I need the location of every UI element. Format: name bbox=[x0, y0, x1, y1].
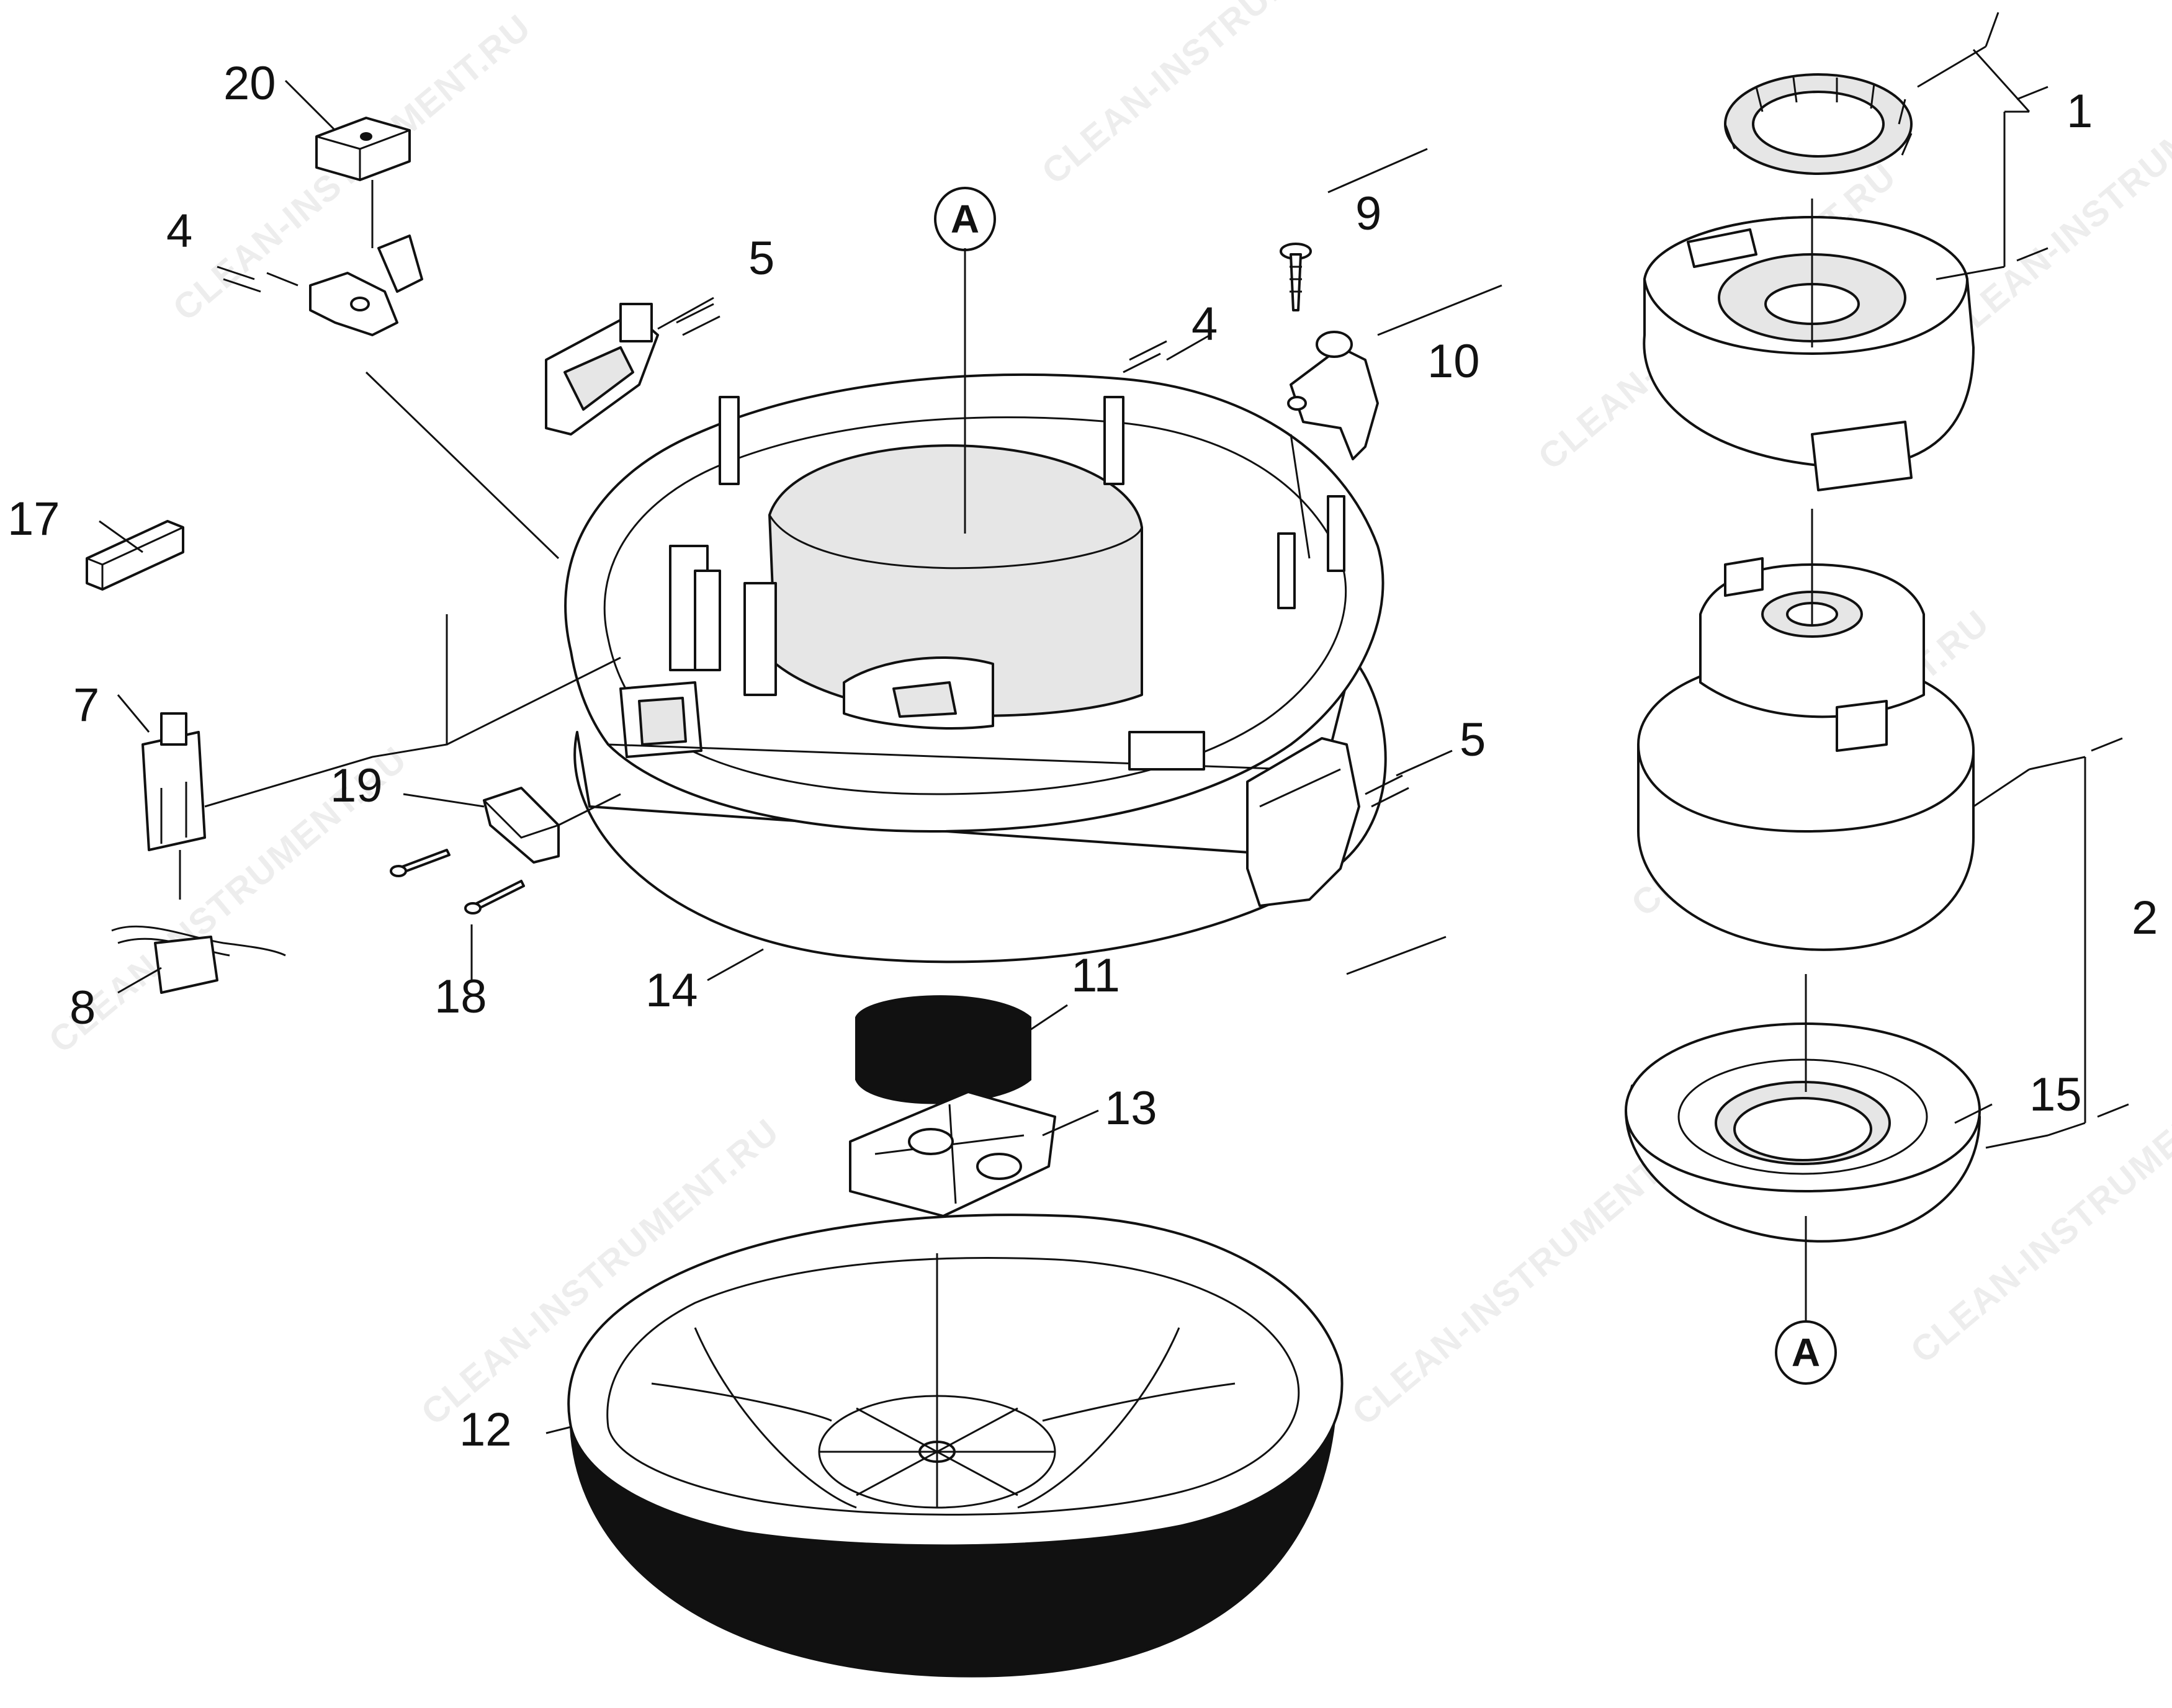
motor-part-2 bbox=[1637, 557, 1975, 951]
clip-part-10 bbox=[1287, 331, 1379, 460]
callout-10: 10 bbox=[1427, 335, 1480, 388]
bracket-part-4 bbox=[309, 235, 423, 336]
callout-1: 1 bbox=[2067, 85, 2093, 138]
callout-5-upper: 5 bbox=[748, 232, 774, 285]
latch-part-5-lower bbox=[1246, 737, 1360, 907]
tank-base-part-12 bbox=[567, 1214, 1344, 1678]
reference-mark-letter: A bbox=[1792, 1330, 1820, 1375]
screw-part-9 bbox=[1280, 243, 1312, 311]
latch-part-5-upper bbox=[545, 303, 659, 436]
callout-14: 14 bbox=[645, 964, 698, 1017]
callout-17: 17 bbox=[7, 493, 60, 545]
watermark: CLEAN-INSTRUMENT.RU bbox=[1034, 0, 1408, 192]
callout-13: 13 bbox=[1105, 1082, 1157, 1135]
callout-20: 20 bbox=[223, 57, 276, 110]
callout-2: 2 bbox=[2132, 892, 2158, 944]
callout-5-lower: 5 bbox=[1460, 713, 1486, 766]
block-part-17 bbox=[86, 520, 184, 591]
ring-part-1 bbox=[1724, 73, 1913, 175]
callout-15: 15 bbox=[2029, 1068, 2082, 1121]
callout-labels: 1 2 4 4 5 5 7 8 9 10 11 12 13 14 15 17 1… bbox=[7, 57, 2158, 1456]
callout-19: 19 bbox=[330, 759, 383, 812]
cover-part-19 bbox=[483, 787, 560, 864]
reference-mark-letter: A bbox=[951, 197, 979, 241]
motor-seal-part-15 bbox=[1625, 1022, 1981, 1243]
callout-8: 8 bbox=[70, 981, 96, 1034]
motor-housing-part-14 bbox=[564, 373, 1387, 964]
callout-11: 11 bbox=[1071, 949, 1120, 1002]
callout-12: 12 bbox=[459, 1403, 512, 1456]
callout-9: 9 bbox=[1355, 187, 1381, 240]
foam-filter-part-11 bbox=[855, 995, 1031, 1104]
foam-pad-part-20 bbox=[315, 117, 411, 181]
callout-4-left: 4 bbox=[166, 205, 192, 257]
switch-part-7 bbox=[141, 712, 206, 851]
motor-cap bbox=[1643, 216, 1975, 491]
screw-part-18 bbox=[390, 849, 525, 914]
grille-part-13 bbox=[849, 1091, 1056, 1217]
reference-mark-a-bottom: A bbox=[1775, 1320, 1837, 1385]
cable-part-8 bbox=[111, 925, 286, 994]
callout-7: 7 bbox=[73, 679, 99, 731]
callout-18: 18 bbox=[434, 970, 487, 1023]
leader-lines bbox=[99, 12, 2129, 1434]
callout-4-right: 4 bbox=[1191, 298, 1218, 351]
reference-mark-a-top: A bbox=[934, 187, 996, 251]
